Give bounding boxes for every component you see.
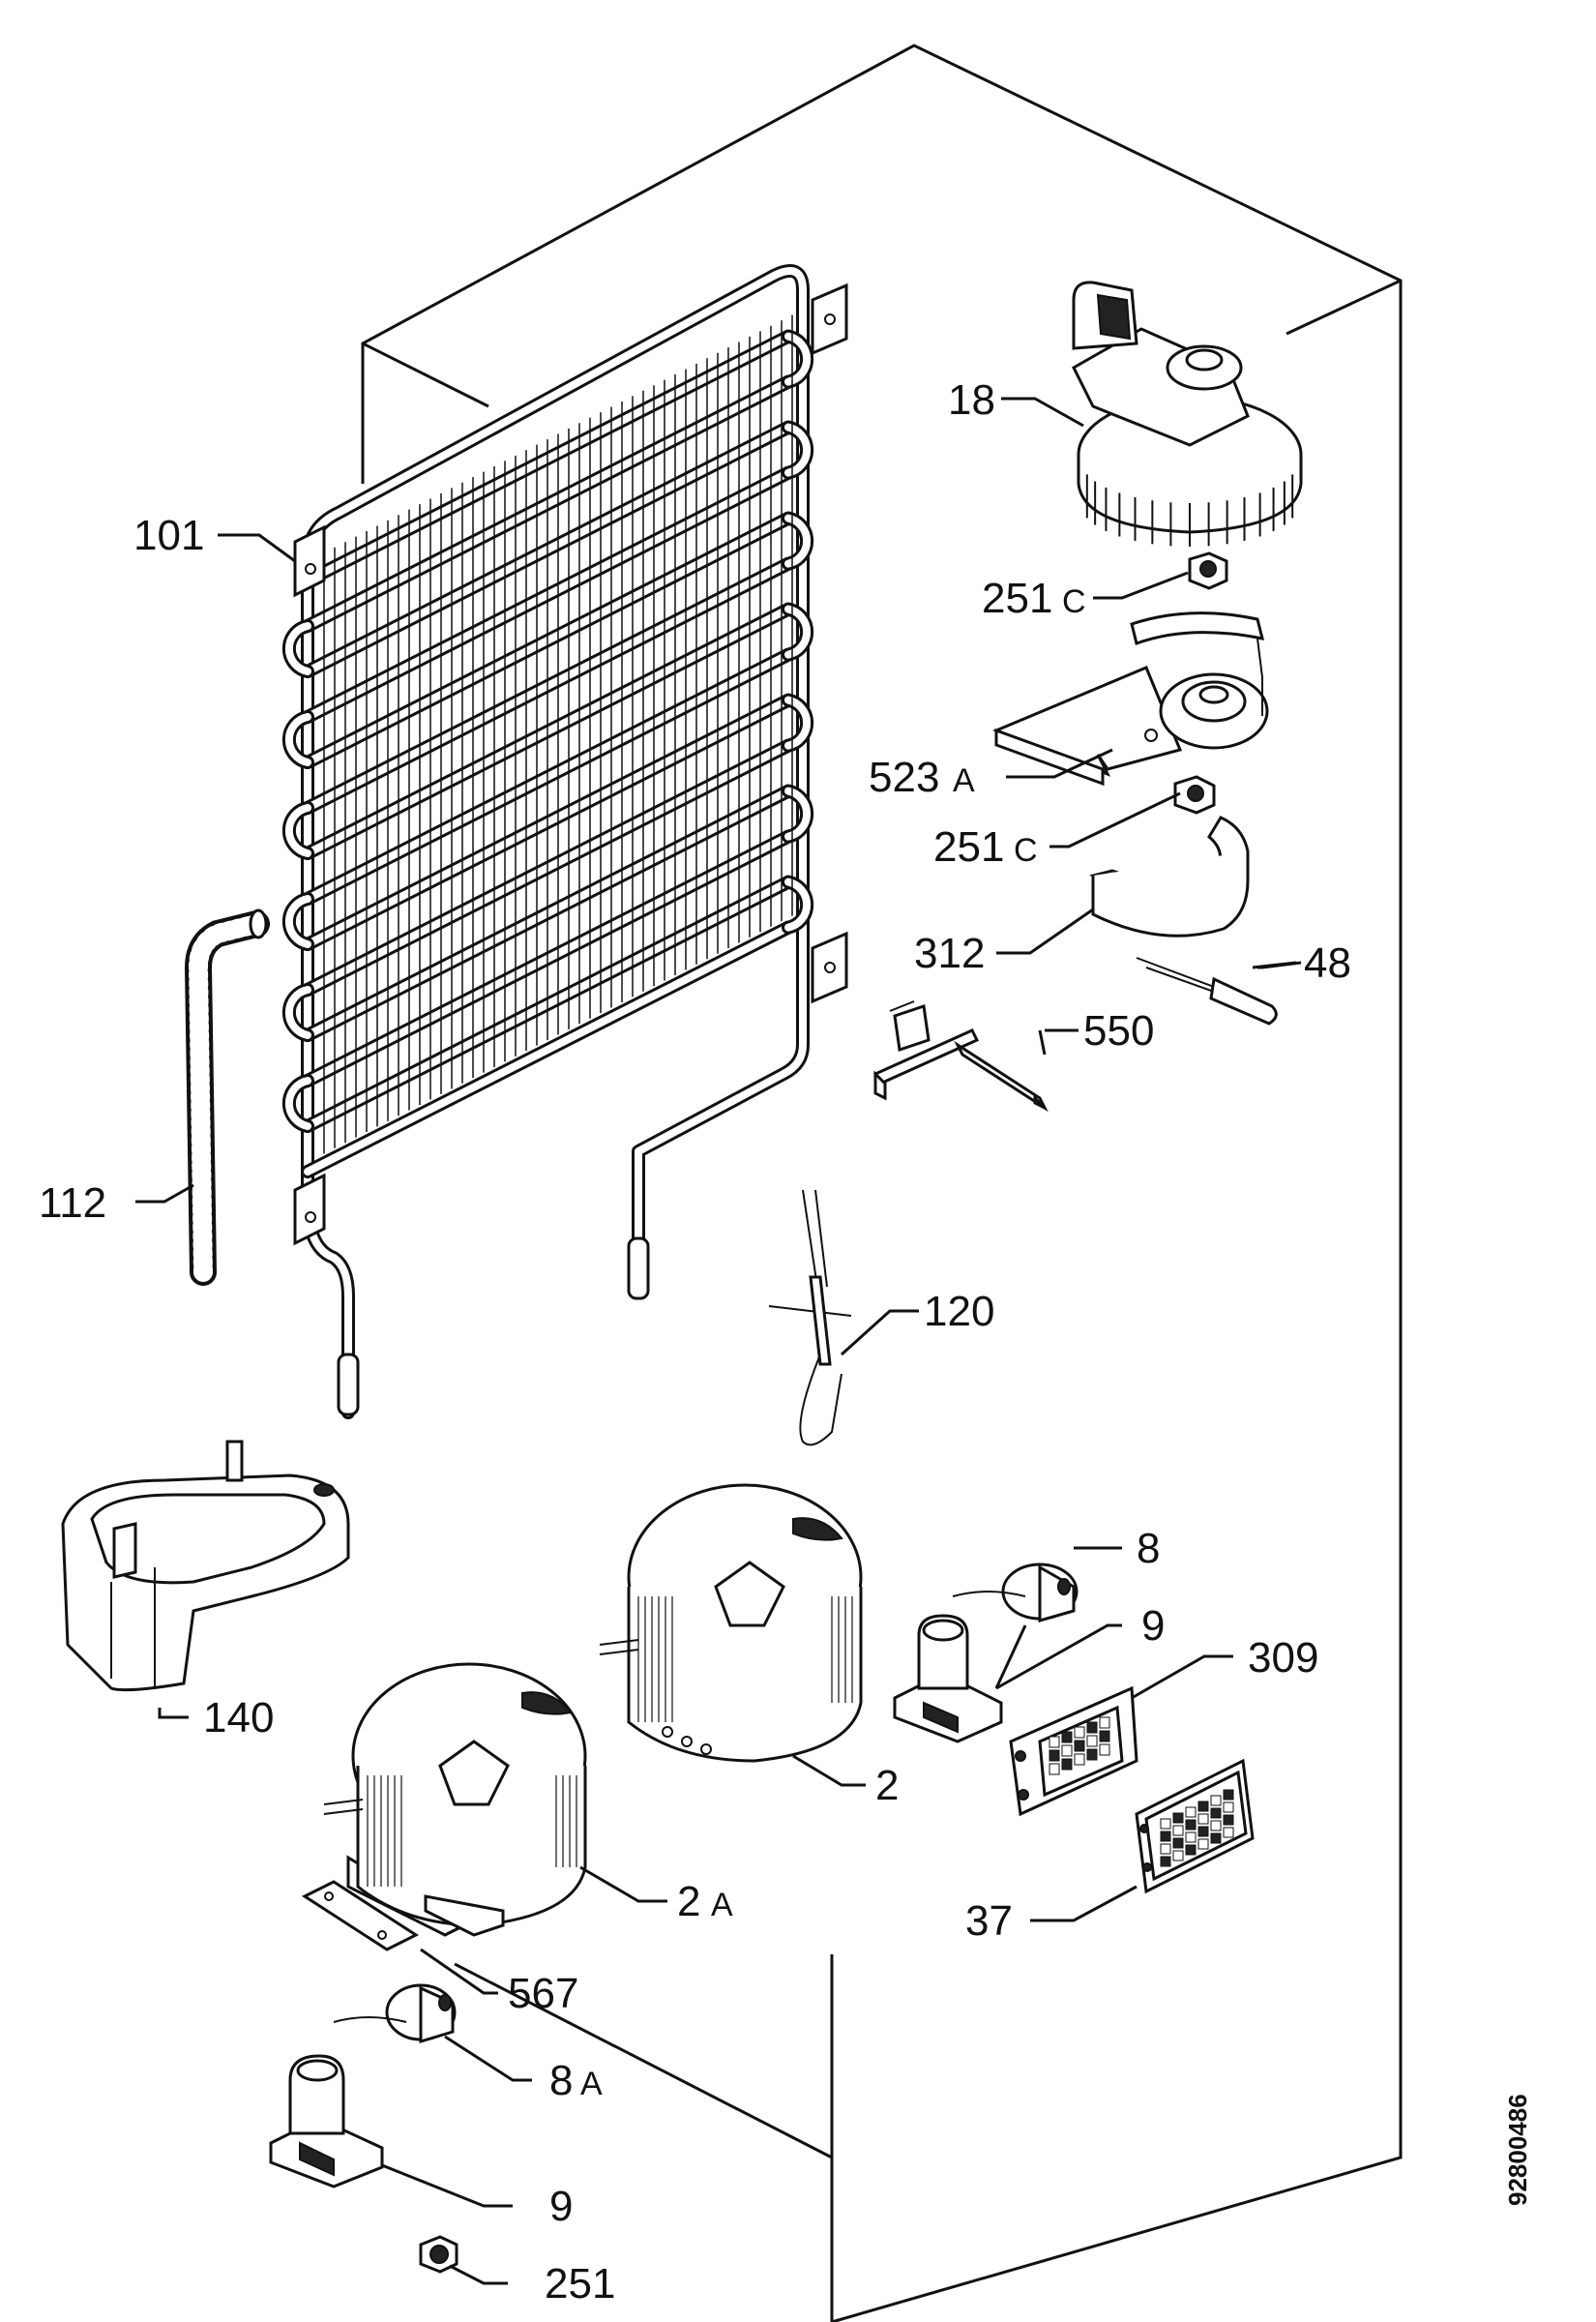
shroud-312 [1089, 816, 1250, 938]
thermostat-bracket-550 [872, 1000, 1049, 1113]
overload-8a [333, 1983, 457, 2044]
label-9-bottom: 9 [549, 2183, 573, 2230]
sensor-48 [1136, 957, 1278, 1026]
overload-8 [952, 1563, 1079, 1622]
label-251c-lower: 251 [933, 823, 1004, 871]
label-140: 140 [203, 1694, 274, 1742]
condenser-wires [323, 314, 793, 1154]
label-120: 120 [924, 1288, 994, 1335]
label-9-top: 9 [1141, 1602, 1165, 1650]
label-37: 37 [965, 1897, 1013, 1945]
label-309: 309 [1248, 1634, 1318, 1682]
label-251c-upper-suffix: C [1062, 583, 1086, 620]
cabinet-outline [361, 44, 1403, 2322]
compressor-2 [599, 1483, 863, 1763]
control-panel-37 [1135, 1758, 1255, 1894]
label-251c-upper: 251 [982, 575, 1052, 622]
label-251c-lower-suffix: C [1014, 832, 1038, 869]
fan-bracket-523a [992, 611, 1269, 787]
label-8a: 8 [549, 2057, 573, 2104]
label-523a-suffix: A [953, 762, 975, 799]
compressor-2a-shading [367, 1775, 577, 1887]
label-101: 101 [133, 512, 204, 559]
nut-251 [419, 2235, 458, 2274]
drain-hose-112 [184, 908, 270, 1286]
relay-9-bottom [269, 2054, 384, 2188]
label-8a-suffix: A [580, 2066, 603, 2102]
fan-blades [1085, 474, 1294, 547]
label-567: 567 [508, 1970, 578, 2017]
label-550: 550 [1083, 1007, 1154, 1055]
capillary-120 [768, 1189, 852, 1446]
label-2a: 2 [677, 1878, 700, 1925]
label-312: 312 [914, 930, 985, 977]
compressor-2a [323, 1662, 587, 1937]
compressor-2-shading [637, 1596, 853, 1722]
label-112: 112 [39, 1179, 106, 1227]
label-523a: 523 [869, 754, 939, 801]
label-48: 48 [1304, 939, 1351, 987]
relay-9-top [893, 1614, 1003, 1743]
label-251: 251 [545, 2260, 615, 2307]
plate-567 [301, 1880, 420, 1951]
module-309 [1009, 1685, 1138, 1817]
label-8: 8 [1137, 1525, 1160, 1572]
label-18: 18 [948, 376, 995, 424]
fan-motor-18 [1072, 281, 1303, 547]
condenser-101 [281, 264, 848, 1419]
label-2: 2 [875, 1762, 899, 1809]
control-panel-grid [1160, 1789, 1234, 1867]
document-number: 92800486 [1503, 2094, 1532, 2206]
leader-lines [135, 397, 1302, 2285]
evaporating-tray-140 [61, 1440, 350, 1692]
part-labels: 101 112 18 251 C 523 A 251 C 312 48 550 … [39, 376, 1532, 2307]
nut-251c-upper [1188, 551, 1228, 590]
nut-251c-lower [1173, 775, 1216, 815]
module-309-grid [1049, 1716, 1110, 1775]
label-2a-suffix: A [711, 1887, 733, 1923]
